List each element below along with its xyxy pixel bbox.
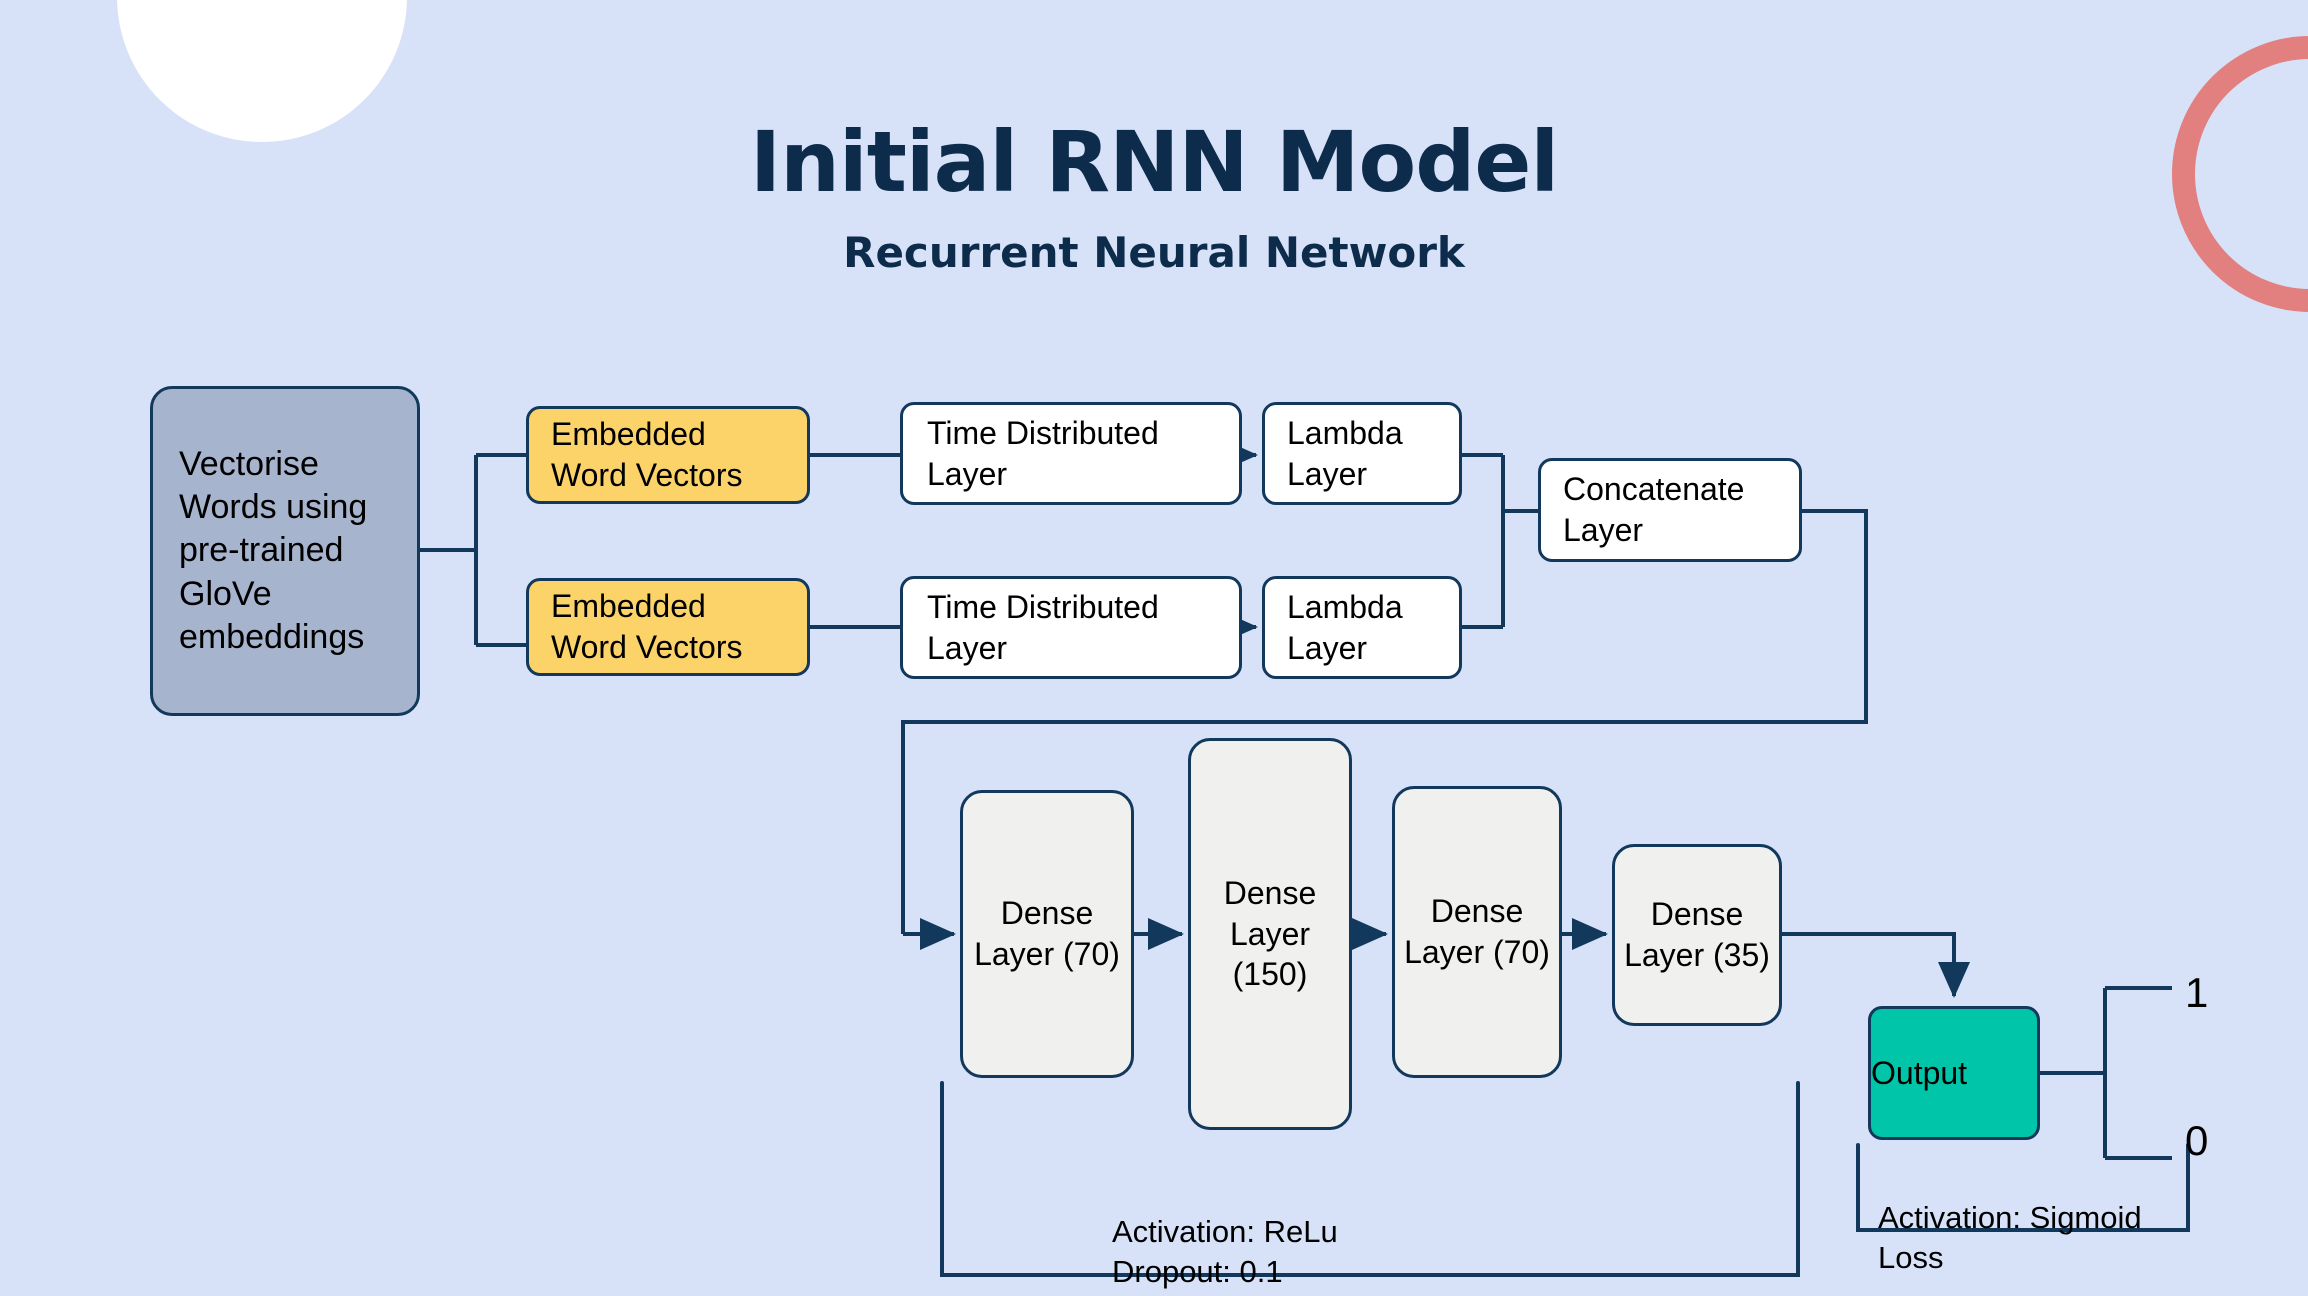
node-time-bottom-label: Time Distributed Layer (927, 588, 1159, 666)
node-concatenate-layer[interactable]: Concatenate Layer (1538, 458, 1802, 562)
node-vectorise[interactable]: Vectorise Words using pre-trained GloVe … (150, 386, 420, 716)
edge-dense4-to-output (1782, 932, 1970, 998)
node-embedded-word-vectors-bottom[interactable]: Embedded Word Vectors (526, 578, 810, 676)
node-dense-layer-150[interactable]: Dense Layer (150) (1188, 738, 1352, 1130)
page-subtitle: Recurrent Neural Network (843, 228, 1465, 277)
node-embedded-top-label: Embedded Word Vectors (551, 416, 743, 493)
node-time-distributed-bottom[interactable]: Time Distributed Layer (900, 576, 1242, 679)
node-embedded-bottom-label: Embedded Word Vectors (551, 588, 743, 665)
node-output-label: Output (1871, 1054, 1968, 1091)
node-output[interactable]: Output (1868, 1006, 2040, 1140)
annotation-relu: Activation: ReLu Dropout: 0.1 (1112, 1214, 1338, 1290)
node-lambda-bottom-label: Lambda Layer (1287, 588, 1403, 666)
node-lambda-top-label: Lambda Layer (1287, 414, 1403, 492)
node-time-top-label: Time Distributed Layer (927, 414, 1159, 492)
node-lambda-bottom[interactable]: Lambda Layer (1262, 576, 1462, 679)
output-class-negative: 0 (2185, 1117, 2209, 1164)
node-embedded-word-vectors-top[interactable]: Embedded Word Vectors (526, 406, 810, 504)
node-dense-4-label: Dense Layer (35) (1624, 896, 1770, 973)
node-dense-layer-70-b[interactable]: Dense Layer (70) (1392, 786, 1562, 1078)
node-time-distributed-top[interactable]: Time Distributed Layer (900, 402, 1242, 505)
node-vectorise-label: Vectorise Words using pre-trained GloVe … (179, 445, 368, 656)
node-lambda-top[interactable]: Lambda Layer (1262, 402, 1462, 505)
edge-concat-to-dense-route (901, 509, 1868, 934)
node-dense-layer-70-a[interactable]: Dense Layer (70) (960, 790, 1134, 1078)
node-dense-layer-35[interactable]: Dense Layer (35) (1612, 844, 1782, 1026)
page-title: Initial RNN Model (749, 113, 1559, 211)
brace-sigmoid (1855, 1143, 2191, 1232)
title-block: Initial RNN Model Recurrent Neural Netwo… (0, 120, 2308, 274)
node-dense-2-label: Dense Layer (150) (1223, 875, 1317, 993)
brace-relu (939, 1081, 1801, 1277)
node-concatenate-label: Concatenate Layer (1563, 471, 1745, 548)
annotation-sigmoid: Activation: Sigmoid Loss (1878, 1200, 2142, 1276)
node-dense-1-label: Dense Layer (70) (974, 895, 1120, 972)
output-class-positive: 1 (2185, 969, 2209, 1016)
node-dense-3-label: Dense Layer (70) (1404, 893, 1550, 970)
